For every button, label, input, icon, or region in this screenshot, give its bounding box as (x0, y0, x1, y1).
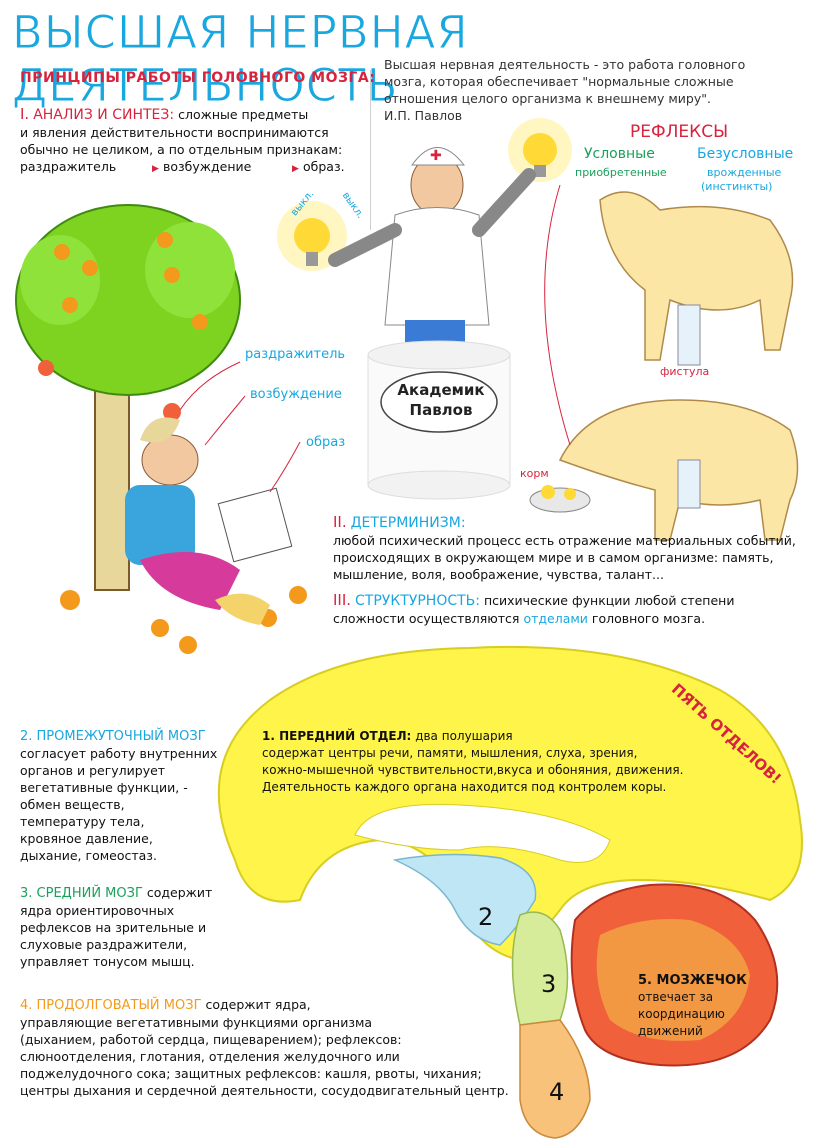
medulla-shape (519, 1019, 591, 1139)
brain-diagram (217, 645, 803, 1139)
lightbulb-icon (277, 201, 347, 271)
cerebellum-text: 5. МОЗЖЕЧОК отвечает за координацию движ… (638, 973, 747, 1038)
dog-illustration (529, 399, 799, 541)
diencephalon-text: 2. ПРОМЕЖУТОЧНЫЙ МОЗГ согласует работу в… (20, 729, 218, 863)
reflexes-title: РЕФЛЕКСЫ (630, 122, 729, 142)
divider (370, 70, 371, 230)
tree-label-stimulus: раздражитель (245, 347, 346, 362)
quote-author: И.П. Павлов (384, 108, 463, 123)
midbrain-text: 3. СРЕДНИЙ МОЗГ содержит ядра ориентиров… (20, 885, 213, 969)
apple-tree-illustration (15, 204, 241, 591)
pavlov-illustration: ✚ (328, 147, 536, 342)
medulla-text: 4. ПРОДОЛГОВАТЫЙ МОЗГ содержит ядра, упр… (20, 997, 509, 1098)
principle-1: I. АНАЛИЗ И СИНТЕЗ: сложные предметы и я… (20, 106, 370, 176)
reflexes-conditioned: Условные (584, 146, 655, 162)
principle-1-chain: раздражитель ▶ возбуждение ▶ образ. (20, 158, 370, 176)
dog-illustration (599, 191, 794, 366)
principles-heading: ПРИНЦИПЫ РАБОТЫ ГОЛОВНОГО МОЗГА: (20, 70, 376, 86)
principle-3: III. СТРУКТУРНОСТЬ: психические функции … (333, 591, 735, 627)
forebrain-text: 1. ПЕРЕДНИЙ ОТДЕЛ: два полушария содержа… (262, 729, 684, 794)
midbrain-shape (511, 911, 569, 1026)
pavlov-quote: Высшая нервная деятельность - это работа… (384, 56, 814, 124)
pavlov-plaque: Академик Павлов (397, 381, 485, 419)
reflexes-conditioned-sub: приобретенные (575, 166, 667, 179)
arrow-right-icon: ▶ (152, 164, 159, 174)
svg-text:✚: ✚ (430, 148, 442, 164)
tree-label-image: образ (306, 435, 346, 450)
brain-number-2: 2 (478, 903, 494, 931)
brain-number-3: 3 (541, 970, 557, 998)
fistula-label: фистула (660, 365, 710, 378)
page-title: ВЫСШАЯ НЕРВНАЯ ДЕЯТЕЛЬНОСТЬ (12, 6, 469, 113)
brain-number-4: 4 (549, 1078, 565, 1106)
reflexes-unconditioned-sub2: (инстинкты) (701, 180, 773, 193)
food-label: корм (520, 467, 549, 480)
reflexes-unconditioned-sub1: врожденные (707, 166, 782, 179)
reflexes-unconditioned: Безусловные (697, 146, 794, 162)
lightbulb-icon (508, 118, 572, 182)
tree-label-excitation: возбуждение (250, 387, 342, 402)
pedestal-illustration (367, 340, 511, 500)
arrow-right-icon: ▶ (292, 164, 299, 174)
principle-2: II. ДЕТЕРМИНИЗМ: любой психический проце… (333, 513, 796, 583)
newton-illustration (60, 417, 307, 654)
